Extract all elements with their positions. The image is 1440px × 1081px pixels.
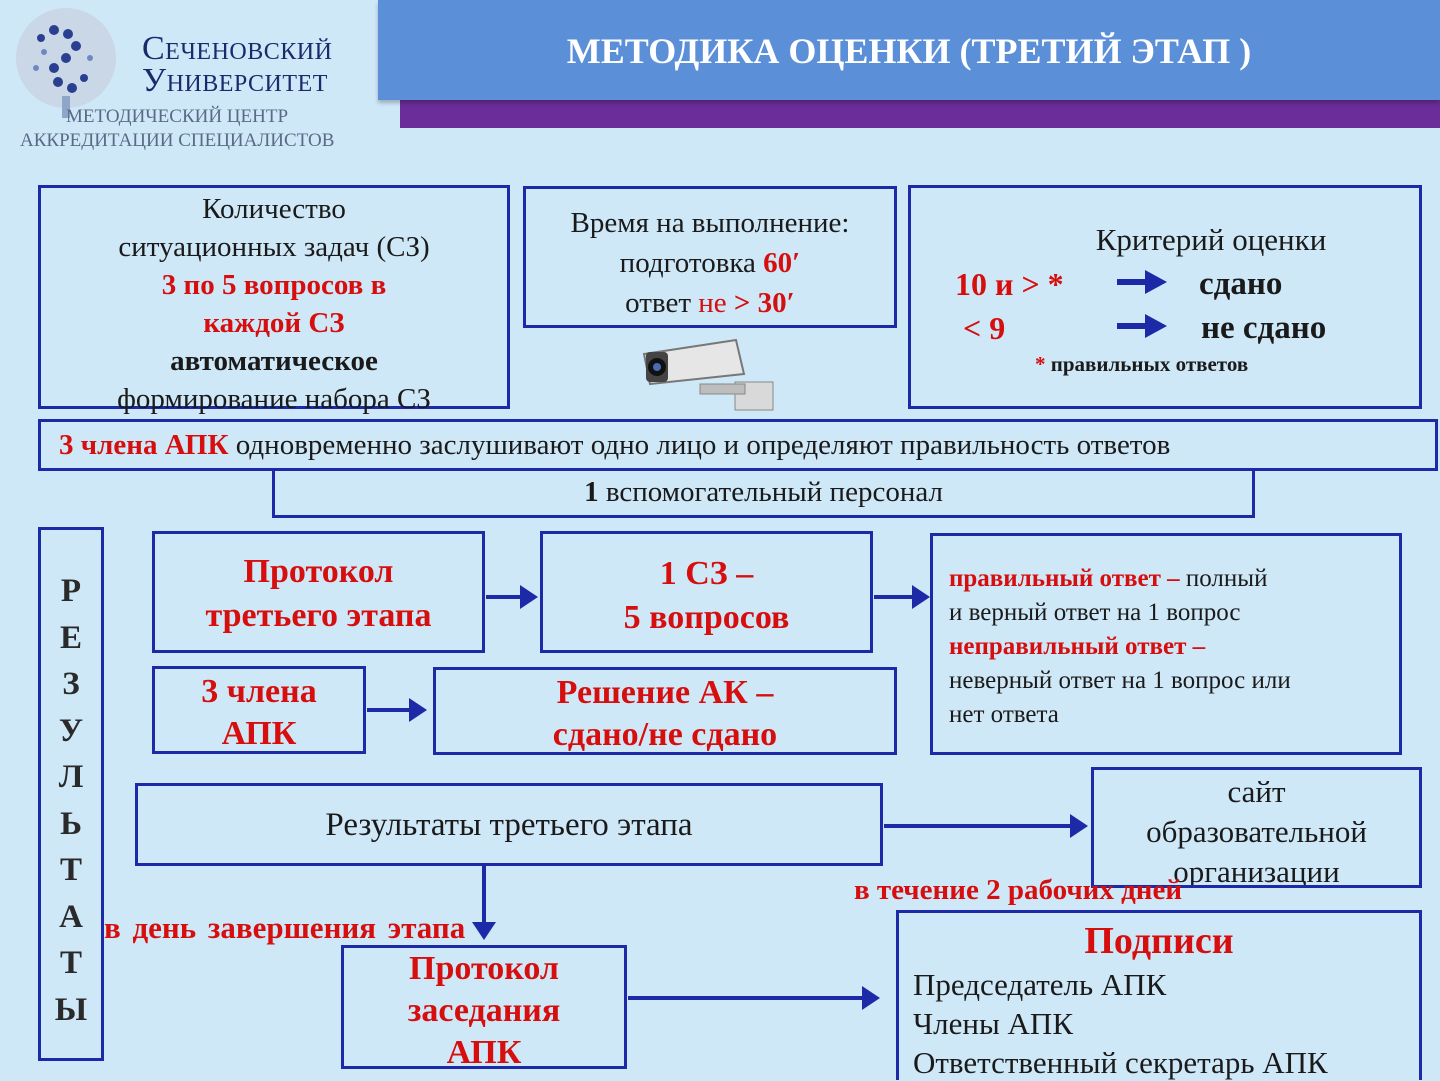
meeting-line2: заседания xyxy=(407,992,561,1029)
vertical-letter: Ь xyxy=(60,805,82,842)
time-box: Время на выполнение: подготовка 60′ отве… xyxy=(523,186,897,328)
prep-label: подготовка xyxy=(619,247,756,279)
logo-line1: Сеченовский xyxy=(142,30,333,67)
note-two-days: в течение 2 рабочих дней xyxy=(854,874,1183,906)
signature-item-secretary: Ответственный секретарь АПК xyxy=(913,1045,1328,1080)
site-line1: сайт xyxy=(1227,774,1286,809)
vertical-letter: У xyxy=(58,712,84,749)
vertical-letter: Ы xyxy=(54,991,88,1028)
staff-number: 1 xyxy=(584,476,599,508)
logo-sub-line1: МЕТОДИЧЕСКИЙ ЦЕНТР xyxy=(66,106,289,127)
staff-band: 1 вспомогательный персонал xyxy=(272,471,1255,518)
signatures-box: Подписи Председатель АПК Члены АПК Ответ… xyxy=(896,910,1422,1080)
members-band: 3 члена АПК одновременно заслушивают одн… xyxy=(38,419,1438,471)
signature-item-members: Члены АПК xyxy=(913,1006,1073,1041)
results-box: Результаты третьего этапа xyxy=(135,783,883,866)
decision-line1: Решение АК – xyxy=(556,674,774,711)
time-answer: ответ не > 30′ xyxy=(526,283,894,323)
members-box: 3 члена АПК xyxy=(152,666,366,754)
tasks-line3: 3 по 5 вопросов в xyxy=(161,269,387,301)
arrow-right-icon xyxy=(486,585,538,609)
members-line2: АПК xyxy=(221,715,297,752)
cz-line2: 5 вопросов xyxy=(623,599,790,636)
meeting-line3: АПК xyxy=(446,1034,522,1071)
arrow-down-icon xyxy=(472,866,496,940)
criteria-pass-label: сдано xyxy=(1199,266,1283,302)
def-wrong-text2: нет ответа xyxy=(949,701,1059,728)
decision-line2: сдано/не сдано xyxy=(552,716,778,753)
members-band-text: одновременно заслушивают одно лицо и опр… xyxy=(235,429,1171,461)
camera-icon xyxy=(642,338,774,411)
arrow-right-icon xyxy=(1117,314,1167,338)
site-box: сайт образовательной организации xyxy=(1091,767,1422,888)
def-correct-label: правильный ответ – xyxy=(949,565,1180,592)
staff-text: вспомогательный персонал xyxy=(605,476,943,508)
vertical-letter: Е xyxy=(59,619,82,656)
results-text: Результаты третьего этапа xyxy=(325,807,693,843)
tasks-line5: автоматическое xyxy=(170,345,378,377)
protocol-stage-line1: Протокол xyxy=(243,553,394,590)
vertical-letter: Т xyxy=(59,945,82,981)
members-line1: 3 члена xyxy=(201,673,317,710)
arrow-right-icon xyxy=(884,814,1088,838)
def-correct: правильный ответ – полный xyxy=(949,562,1399,596)
def-wrong-text1: неверный ответ на 1 вопрос или xyxy=(949,667,1291,694)
time-prep: подготовка 60′ xyxy=(526,243,894,283)
vertical-letter: Р xyxy=(60,573,82,609)
vertical-letter: Л xyxy=(58,759,84,795)
answer-label: ответ xyxy=(625,287,691,319)
tasks-box: Количество ситуационных задач (СЗ) 3 по … xyxy=(38,185,510,415)
tasks-line1: Количество xyxy=(202,193,346,225)
protocol-stage-line2: третьего этапа xyxy=(205,597,432,634)
answer-not: не xyxy=(698,287,727,319)
university-logo-icon xyxy=(16,8,116,118)
criteria-box: Критерий оценки 10 и > * сдано < 9 не сд… xyxy=(908,185,1422,409)
criteria-fail-label: не сдано xyxy=(1201,310,1327,346)
logo-line2: Университет xyxy=(142,62,328,99)
cz-line1: 1 СЗ – xyxy=(659,555,754,592)
criteria-fail-value: < 9 xyxy=(963,310,1006,346)
answer-value: > 30′ xyxy=(733,287,795,319)
footnote-star: * xyxy=(1035,352,1046,376)
meeting-line1: Протокол xyxy=(409,950,559,987)
criteria-footnote: * правильных ответов xyxy=(1035,352,1248,377)
site-line2: образовательной xyxy=(1146,814,1367,849)
page-title: МЕТОДИКА ОЦЕНКИ (ТРЕТИЙ ЭТАП ) xyxy=(566,31,1252,71)
logo-block: Сеченовский Университет МЕТОДИЧЕСКИЙ ЦЕН… xyxy=(0,0,378,160)
title-bar: МЕТОДИКА ОЦЕНКИ (ТРЕТИЙ ЭТАП ) xyxy=(378,0,1440,100)
tasks-line4: каждой СЗ xyxy=(203,307,345,339)
arrow-right-icon xyxy=(1117,270,1167,294)
criteria-pass-value: 10 и > * xyxy=(955,266,1064,302)
time-line1: Время на выполнение: xyxy=(570,207,850,239)
cz-questions-box: 1 СЗ – 5 вопросов xyxy=(540,531,873,653)
meeting-protocol-box: Протокол заседания АПК xyxy=(341,945,627,1071)
tasks-line2: ситуационных задач (СЗ) xyxy=(118,231,430,263)
signature-item-chair: Председатель АПК xyxy=(913,967,1167,1002)
decision-box: Решение АК – сдано/не сдано xyxy=(433,667,897,755)
prep-value: 60′ xyxy=(763,247,801,279)
arrow-right-icon xyxy=(874,585,930,609)
vertical-letter: А xyxy=(59,898,83,935)
tasks-line6: формирование набора СЗ xyxy=(117,383,431,415)
def-wrong-label: неправильный ответ – xyxy=(949,633,1206,660)
footnote-text: правильных ответов xyxy=(1050,352,1249,376)
arrow-right-icon xyxy=(628,986,880,1010)
signatures-title: Подписи xyxy=(1084,920,1234,962)
def-correct-text2: и верный ответ на 1 вопрос xyxy=(949,599,1241,626)
site-line3: организации xyxy=(1173,854,1340,888)
arrow-right-icon xyxy=(367,698,427,722)
members-band-strong: 3 члена АПК xyxy=(59,429,229,461)
criteria-title: Критерий оценки xyxy=(1095,222,1327,257)
note-same-day: в день завершения этапа xyxy=(104,910,466,945)
vertical-letter: З xyxy=(62,666,80,702)
vertical-letter: Т xyxy=(59,852,82,888)
protocol-stage-box: Протокол третьего этапа xyxy=(152,531,485,653)
definitions-box: правильный ответ – полный и верный ответ… xyxy=(930,533,1402,755)
logo-sub-line2: АККРЕДИТАЦИИ СПЕЦИАЛИСТОВ xyxy=(20,130,335,151)
def-correct-text1: полный xyxy=(1185,565,1268,592)
